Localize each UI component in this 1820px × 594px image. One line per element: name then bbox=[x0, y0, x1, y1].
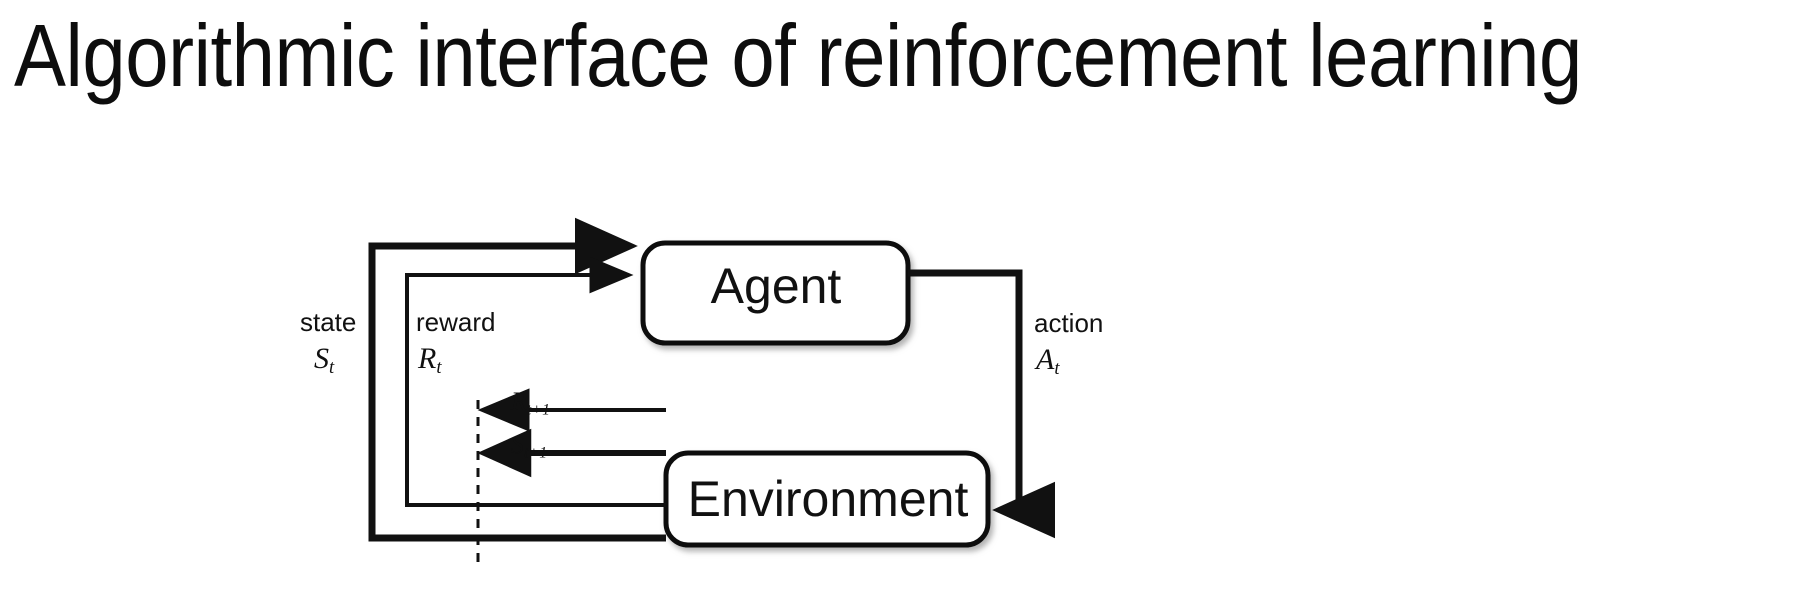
action-edge-label: action bbox=[1034, 308, 1104, 338]
reward-next-symbol-label: Rt+1 bbox=[511, 387, 550, 419]
reward-symbol-label: Rt bbox=[418, 342, 442, 379]
agent-box bbox=[640, 240, 911, 346]
state-symbol: S bbox=[314, 342, 329, 375]
reward-edge-path bbox=[405, 256, 666, 507]
reward-next-symbol: R bbox=[511, 387, 527, 416]
environment-node bbox=[663, 450, 991, 548]
action-edge-path bbox=[908, 269, 1056, 539]
state-next-subscript: t+1 bbox=[524, 444, 548, 462]
state-subscript: t bbox=[329, 357, 335, 379]
agent-environment-diagram: Agent Environment state St reward Rt act… bbox=[0, 120, 1820, 594]
agent-node-label: Agent bbox=[710, 258, 842, 314]
action-symbol: A bbox=[1036, 343, 1055, 376]
state-edge-path bbox=[368, 217, 666, 542]
action-symbol-label: At bbox=[1036, 343, 1060, 380]
state-symbol-label: St bbox=[314, 342, 334, 379]
reward-edge-label: reward bbox=[416, 307, 496, 337]
reward-symbol: R bbox=[418, 342, 437, 375]
agent-node bbox=[640, 240, 911, 346]
state-next-symbol: S bbox=[511, 430, 524, 459]
state-next-symbol-label: St+1 bbox=[511, 430, 547, 462]
environment-box bbox=[663, 450, 991, 548]
reward-next-subscript: t+1 bbox=[526, 401, 551, 419]
diagram-canvas bbox=[368, 217, 1056, 565]
state-edge-label: state bbox=[300, 307, 357, 337]
environment-node-label: Environment bbox=[687, 471, 969, 527]
page-title: Algorithmic interface of reinforcement l… bbox=[14, 6, 1582, 105]
action-subscript: t bbox=[1054, 358, 1060, 380]
reward-subscript: t bbox=[436, 357, 442, 379]
